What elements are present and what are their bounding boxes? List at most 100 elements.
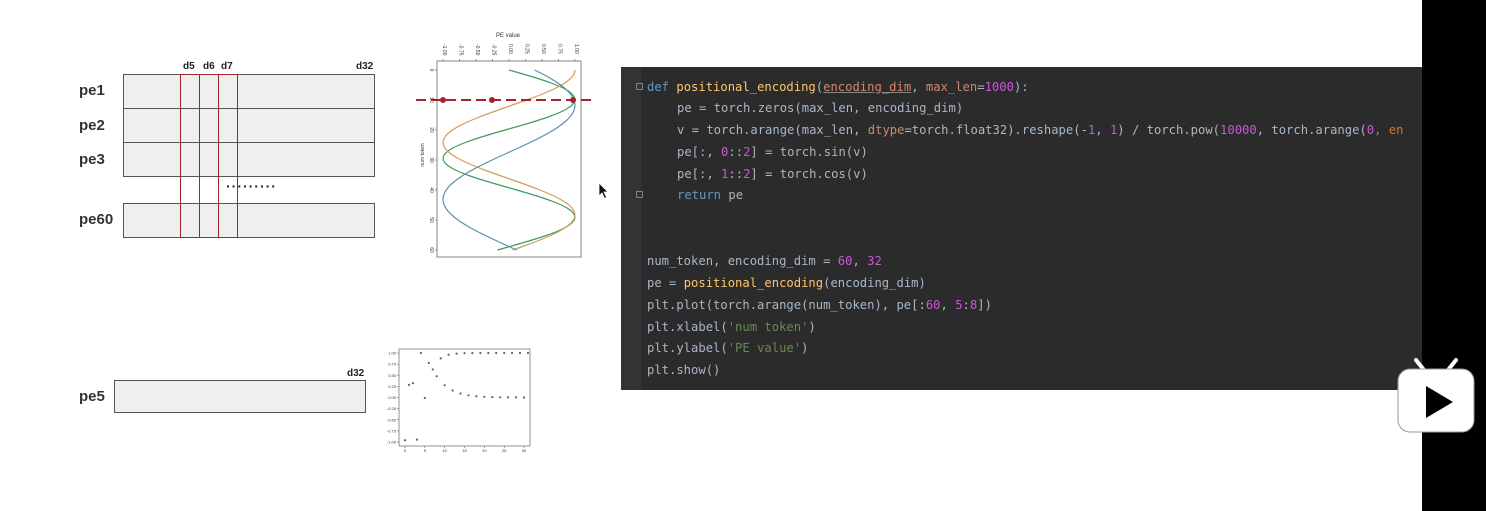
code-line-2[interactable]: pe = torch.zeros(max_len, encoding_dim): [677, 101, 964, 115]
code-editor-panel[interactable]: def positional_encoding(encoding_dim, ma…: [621, 67, 1422, 390]
col-label-d32-bottom: d32: [347, 368, 365, 379]
scatter-x-tick-label: 5: [424, 448, 427, 453]
scatter-x-tick-label: 20: [482, 448, 487, 453]
row-label-pe60: pe60: [79, 211, 114, 228]
scatter-point: [423, 396, 426, 400]
scatter-point: [427, 361, 430, 364]
y-tick-label: 40: [428, 187, 434, 193]
highlight-point-2: [489, 97, 495, 103]
highlight-point-3: [570, 97, 576, 103]
scatter-point: [451, 389, 454, 392]
scatter-x-tick-label: 25: [502, 448, 507, 453]
scatter-point: [479, 351, 482, 355]
scatter-point: [455, 352, 458, 355]
x-tick-label: 0.25: [524, 44, 530, 54]
code-line-4[interactable]: pe[:, 0::2] = torch.sin(v): [677, 145, 868, 159]
scatter-point: [439, 357, 442, 360]
row-label-pe3: pe3: [79, 151, 105, 168]
scatter-point: [507, 396, 510, 399]
scatter-point: [522, 396, 526, 399]
y-tick-label: 0: [428, 69, 434, 72]
pe1-vector-bar: [123, 74, 375, 109]
y-tick-label: 20: [428, 127, 434, 133]
scatter-point: [491, 396, 494, 399]
code-line-9[interactable]: plt.plot(torch.arange(num_token), pe[:60…: [647, 298, 992, 312]
scatter-y-tick-label: 0.00: [388, 395, 397, 400]
scatter-x-tick-label: 0: [404, 448, 407, 453]
col-label-d7: d7: [221, 61, 233, 72]
pe60-vector-bar: [123, 203, 375, 238]
scatter-point: [471, 352, 474, 355]
scatter-point: [483, 395, 486, 398]
code-gutter: [621, 67, 641, 390]
col-label-d5: d5: [183, 61, 195, 72]
scatter-y-tick-label: 0.75: [388, 362, 397, 367]
code-line-11[interactable]: plt.ylabel('PE value'): [647, 341, 809, 355]
scatter-y-tick-label: 0.50: [388, 373, 397, 378]
scatter-point: [467, 394, 470, 397]
highlight-column-d7: [218, 74, 238, 238]
highlight-column-d6: [199, 74, 219, 238]
code-line-6[interactable]: return pe: [677, 188, 744, 202]
scatter-point: [431, 368, 434, 371]
code-line-10[interactable]: plt.xlabel('num token'): [647, 320, 816, 334]
scatter-point: [443, 384, 446, 387]
fold-marker-icon[interactable]: [636, 83, 643, 90]
col-label-d6: d6: [203, 61, 215, 72]
scatter-point: [499, 396, 502, 399]
pe3-vector-bar: [123, 142, 375, 177]
scatter-y-tick-label: -0.75: [387, 428, 397, 433]
code-line-1[interactable]: def positional_encoding(encoding_dim, ma…: [647, 80, 1029, 94]
code-line-7[interactable]: num_token, encoding_dim = 60, 32: [647, 254, 882, 268]
code-line-8[interactable]: pe = positional_encoding(encoding_dim): [647, 276, 926, 290]
scatter-point: [415, 438, 418, 441]
scatter-point: [495, 351, 498, 355]
pe2-vector-bar: [123, 108, 375, 143]
code-line-3[interactable]: v = torch.arange(max_len, dtype=torch.fl…: [677, 123, 1404, 137]
plot-y-ticks: 0102030405060: [428, 69, 437, 253]
x-tick-label: -0.75: [458, 44, 464, 56]
scatter-y-tick-label: 1.00: [388, 351, 397, 356]
y-tick-label: 30: [428, 157, 434, 163]
code-line-12[interactable]: plt.show(): [647, 363, 721, 377]
scatter-point: [515, 396, 518, 399]
x-tick-label: 0.00: [507, 44, 513, 54]
row-label-pe5: pe5: [79, 388, 105, 405]
highlight-point-1: [440, 97, 446, 103]
scatter-x-tick-label: 15: [462, 448, 467, 453]
scatter-y-tick-label: -0.25: [387, 406, 397, 411]
scatter-point: [487, 351, 490, 355]
scatter-point: [511, 351, 514, 355]
code-line-5[interactable]: pe[:, 1::2] = torch.cos(v): [677, 167, 868, 181]
x-tick-label: -0.50: [474, 44, 480, 56]
scatter-point: [526, 351, 530, 355]
pe5-vector-bar: [114, 380, 366, 413]
y-tick-label: 60: [428, 247, 434, 253]
x-tick-label: -1.00: [441, 44, 447, 56]
ellipsis: ·········: [226, 178, 277, 194]
plot-y-title: num token: [420, 143, 426, 167]
scatter-point: [463, 352, 466, 355]
scatter-y-tick-label: -1.00: [387, 440, 397, 445]
x-tick-label: 0.75: [557, 44, 563, 54]
scatter-frame: [398, 348, 531, 447]
tv-logo-icon[interactable]: [1396, 356, 1478, 436]
scatter-point: [411, 382, 414, 385]
row-label-pe1: pe1: [79, 82, 105, 99]
plot-x-title: PE value: [496, 33, 521, 39]
plot-frame: [436, 60, 582, 258]
scatter-point: [435, 375, 438, 378]
scatter-y-tick-label: 0.25: [388, 384, 397, 389]
fold-marker-icon[interactable]: [636, 191, 643, 198]
mouse-cursor-icon: [598, 182, 609, 200]
row-label-pe2: pe2: [79, 117, 105, 134]
x-tick-label: 1.00: [573, 44, 579, 54]
scatter-point: [503, 351, 506, 355]
col-label-d32: d32: [356, 61, 374, 72]
scatter-point: [475, 395, 478, 398]
scatter-x-tick-label: 30: [522, 448, 527, 453]
scatter-point: [419, 351, 422, 355]
scatter-point: [447, 353, 450, 356]
